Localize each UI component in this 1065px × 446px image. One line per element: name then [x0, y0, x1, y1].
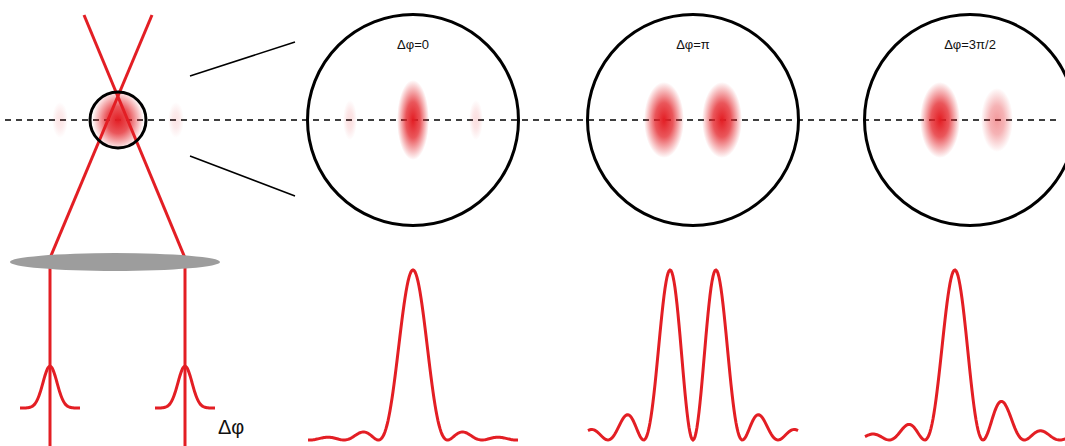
- zoom-circle: Δφ=3π/2: [863, 13, 1065, 227]
- phase-label: Δφ=π: [586, 37, 800, 52]
- phase-label: Δφ=3π/2: [863, 37, 1065, 52]
- zoom-circle: Δφ=0: [306, 13, 520, 227]
- phase-shift-label: Δφ: [218, 416, 244, 439]
- lens: [10, 253, 220, 271]
- zoom-line: [190, 156, 295, 196]
- beams: [50, 15, 185, 446]
- zoom-line: [190, 42, 295, 76]
- focus-sidelobe: [52, 102, 68, 138]
- zoom-circle: [90, 92, 146, 148]
- beam-profile: [20, 366, 215, 408]
- optical-axis: [5, 119, 1060, 121]
- zoom-circle: Δφ=π: [586, 13, 800, 227]
- focus-sidelobe: [168, 102, 184, 138]
- focal-spots: [343, 80, 1013, 160]
- intensity-curves: [308, 270, 1065, 440]
- phase-label: Δφ=0: [306, 37, 520, 52]
